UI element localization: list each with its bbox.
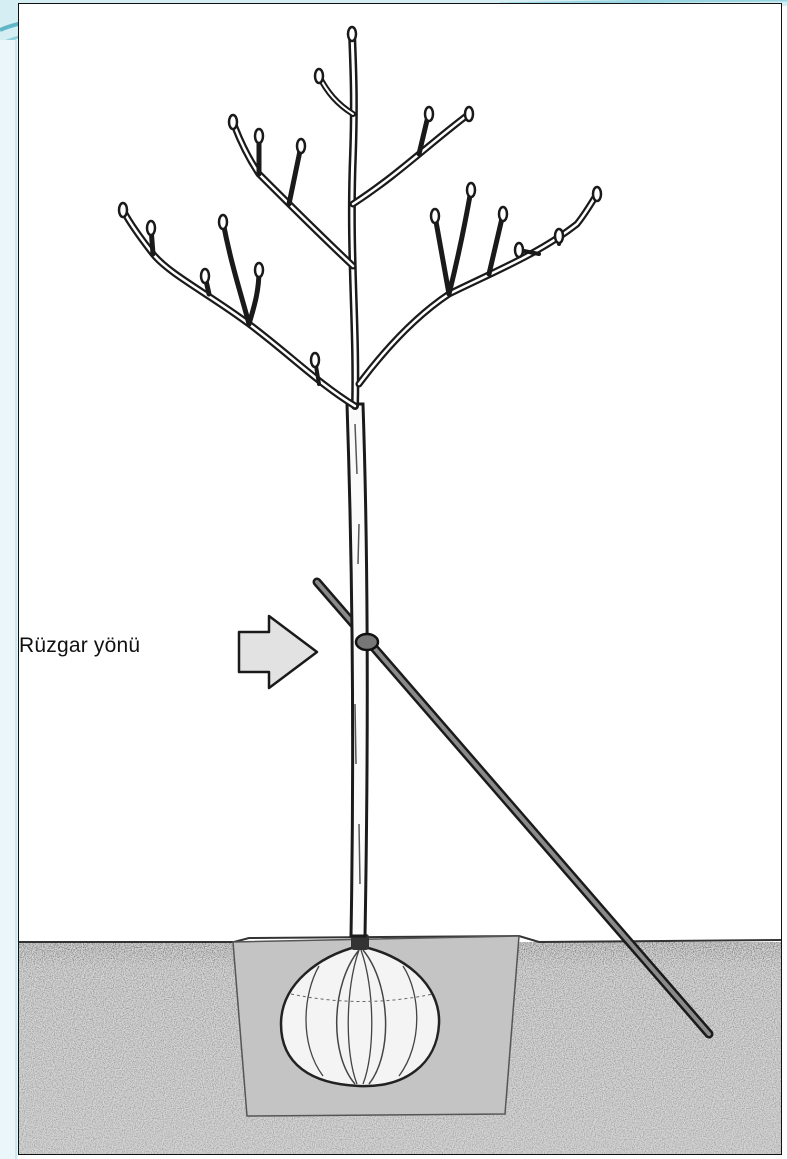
tree-tie: [356, 634, 378, 650]
tree-branches: [119, 27, 601, 406]
wind-direction-label: Rüzgar yönü: [19, 634, 140, 658]
tree-planting-diagram: [19, 4, 782, 1155]
right-arrow-icon: [239, 616, 317, 688]
diagram-frame: Rüzgar yönü: [18, 3, 782, 1155]
tree-trunk: [347, 404, 367, 936]
